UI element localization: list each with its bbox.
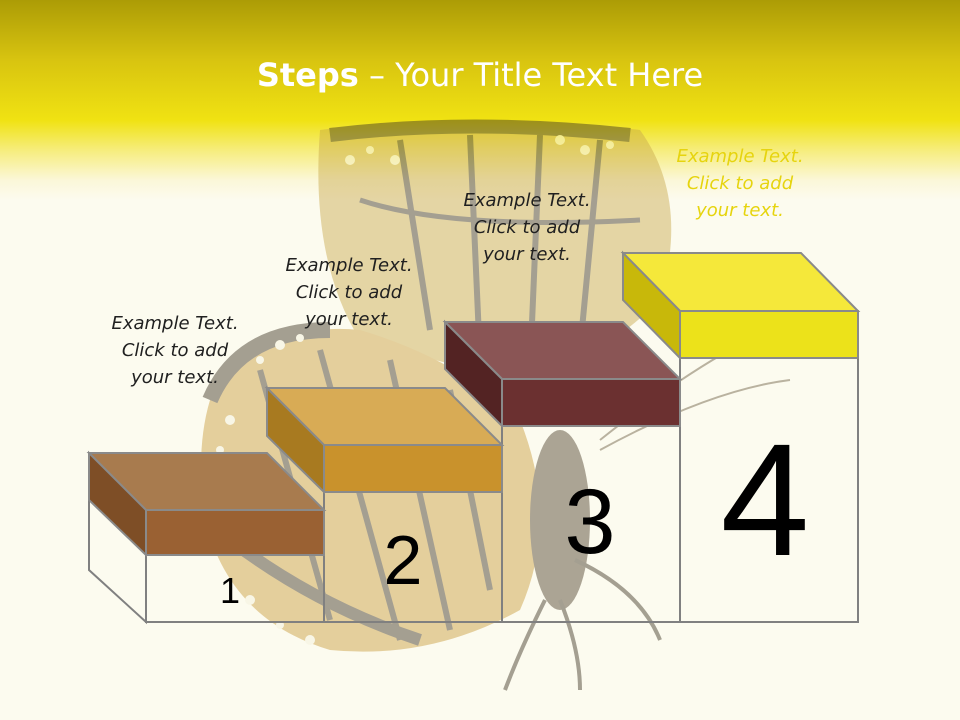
caption-line: Click to add — [295, 282, 403, 303]
step1-block[interactable] — [86, 450, 327, 558]
caption-line: Click to add — [686, 173, 794, 194]
caption-line: your text. — [483, 244, 571, 265]
step1-caption[interactable]: Example Text. Click to add your text. — [95, 310, 255, 391]
step3-caption[interactable]: Example Text. Click to add your text. — [447, 187, 607, 268]
title-banner — [0, 0, 960, 200]
caption-line: Click to add — [121, 340, 229, 361]
caption-line: Example Text. — [285, 255, 413, 276]
step3-block[interactable] — [442, 319, 683, 429]
step4-caption[interactable]: Example Text. Click to add your text. — [660, 143, 820, 224]
caption-line: Click to add — [473, 217, 581, 238]
step1-number: 1 — [219, 570, 241, 611]
step4-block[interactable] — [620, 250, 861, 361]
step3-number: 3 — [564, 471, 616, 573]
step4-number: 4 — [720, 410, 810, 589]
slide-title[interactable]: Steps – Your Title Text Here — [0, 56, 960, 94]
step2-number: 2 — [383, 521, 423, 599]
caption-line: your text. — [305, 309, 393, 330]
caption-line: Example Text. — [676, 146, 804, 167]
caption-line: Example Text. — [111, 313, 239, 334]
caption-line: your text. — [696, 200, 784, 221]
caption-line: Example Text. — [463, 190, 591, 211]
step2-caption[interactable]: Example Text. Click to add your text. — [269, 252, 429, 333]
title-rest: – Your Title Text Here — [358, 56, 704, 94]
title-bold: Steps — [256, 56, 359, 94]
step2-block[interactable] — [264, 385, 505, 495]
caption-line: your text. — [131, 367, 219, 388]
